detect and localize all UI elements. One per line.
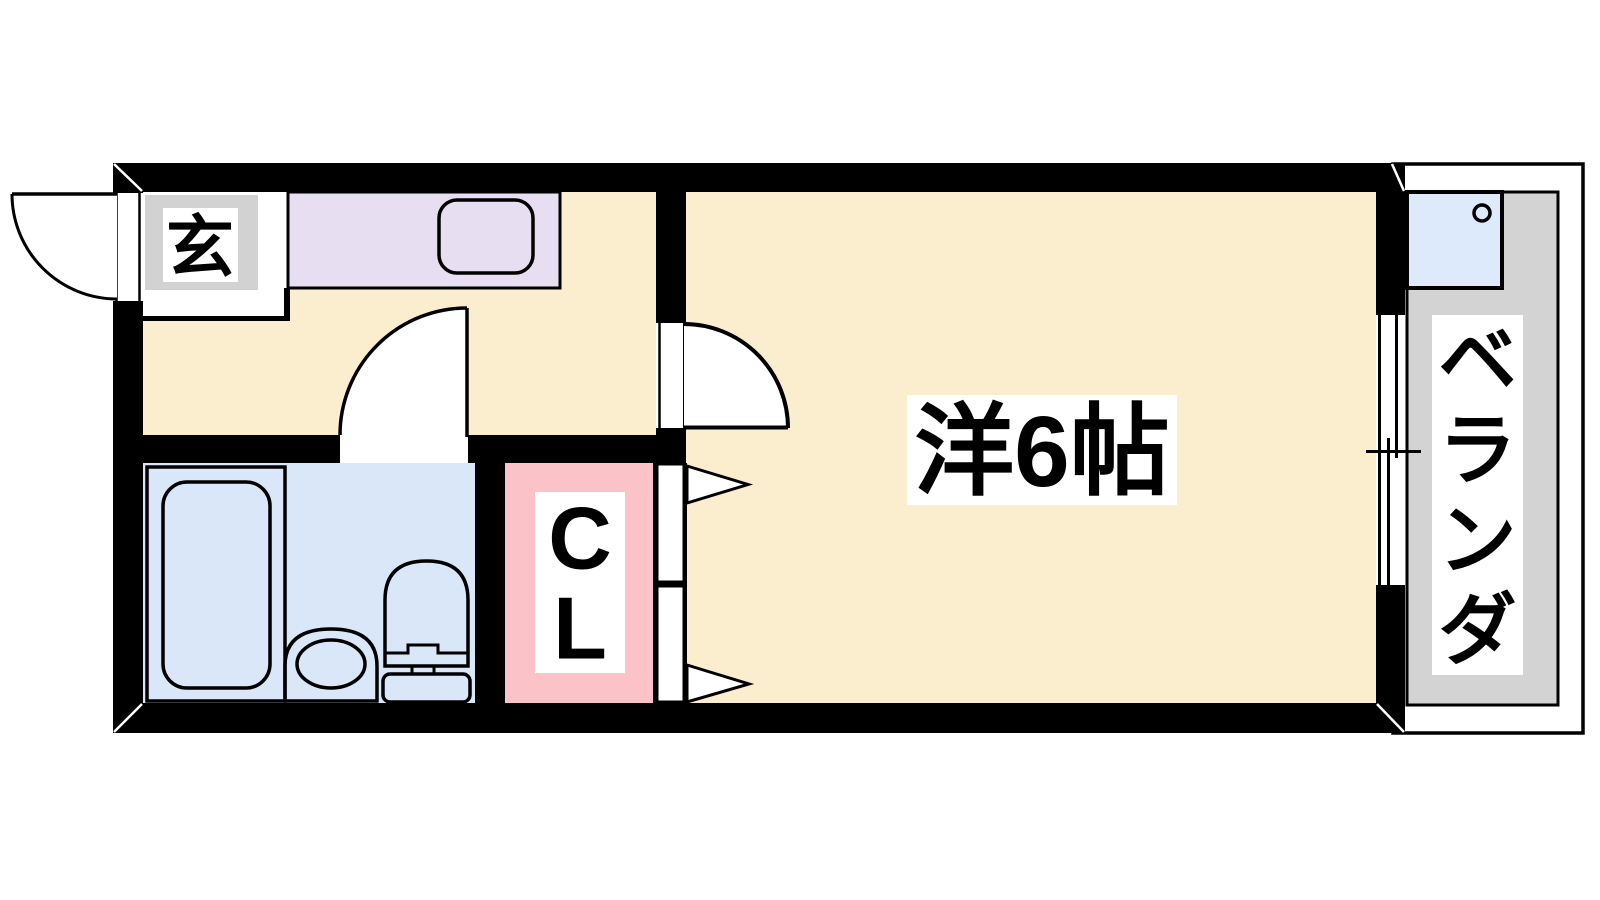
bathroom-door-swing-arc [338,306,468,436]
bathtub-outer [145,465,287,703]
miter-bottom-left [113,703,143,733]
closet-doors [655,462,755,704]
veranda-label-box [1432,315,1523,675]
washbasin [283,627,379,703]
labels: 玄 洋6帖 C L ベ ラ ン ダ [166,210,1523,678]
closet-door-arrow-top [685,463,754,506]
genkan-step-corner [284,288,290,321]
bedroom-door [656,322,790,430]
closet-label-box [535,492,625,673]
bathroom-fixtures [145,465,472,704]
veranda-label-char-4: ダ [1438,586,1516,674]
veranda-sliding-window [1366,315,1421,585]
bathroom-door-swing-fill [340,308,467,435]
entrance-label: 玄 [166,210,234,286]
miter-top-right [1390,163,1406,192]
closet-label-l: L [553,579,607,678]
closet-door-arrow-bottom [685,662,755,704]
openings [10,192,1421,704]
miter-bottom-right [1376,703,1405,733]
wall-bottom [113,703,1405,733]
wall-miters [113,163,1406,733]
veranda-label-char-3: ン [1438,496,1516,584]
toilet-seat-line [385,643,468,655]
veranda-label-char-1: ベ [1438,316,1516,404]
wall-top [113,163,1405,192]
bedroom-label-box [907,395,1177,505]
closet-door-panel-bottom [655,584,686,704]
veranda-label-char-2: ラ [1438,406,1516,494]
entrance-door-swing-arc [10,193,118,301]
toilet-bowl [383,559,470,668]
bathroom-door [338,306,469,463]
bathroom-floor [143,463,475,703]
kitchen-sink [437,198,535,275]
entrance-door [10,192,143,301]
closet-label-c: C [548,489,612,588]
washbasin-bowl [295,638,367,690]
toilet-tank [381,672,472,704]
bedroom-door-swing-arc [683,322,790,429]
genkan-step-line [143,316,288,321]
bedroom-label: 洋6帖 [914,396,1170,508]
floors [143,190,1376,703]
bathroom-door-opening [340,435,468,463]
wall-bath-closet [475,435,505,703]
entrance-door-swing-fill [12,194,117,299]
closet-door-panel-top [655,462,686,584]
entrance-opening [113,193,143,301]
genkan-label-inner [163,208,238,282]
bathtub-inner [161,480,272,690]
miter-top-left [113,163,143,192]
washer-drain-icon [1472,203,1492,223]
bedroom-door-swing-fill [684,324,788,428]
